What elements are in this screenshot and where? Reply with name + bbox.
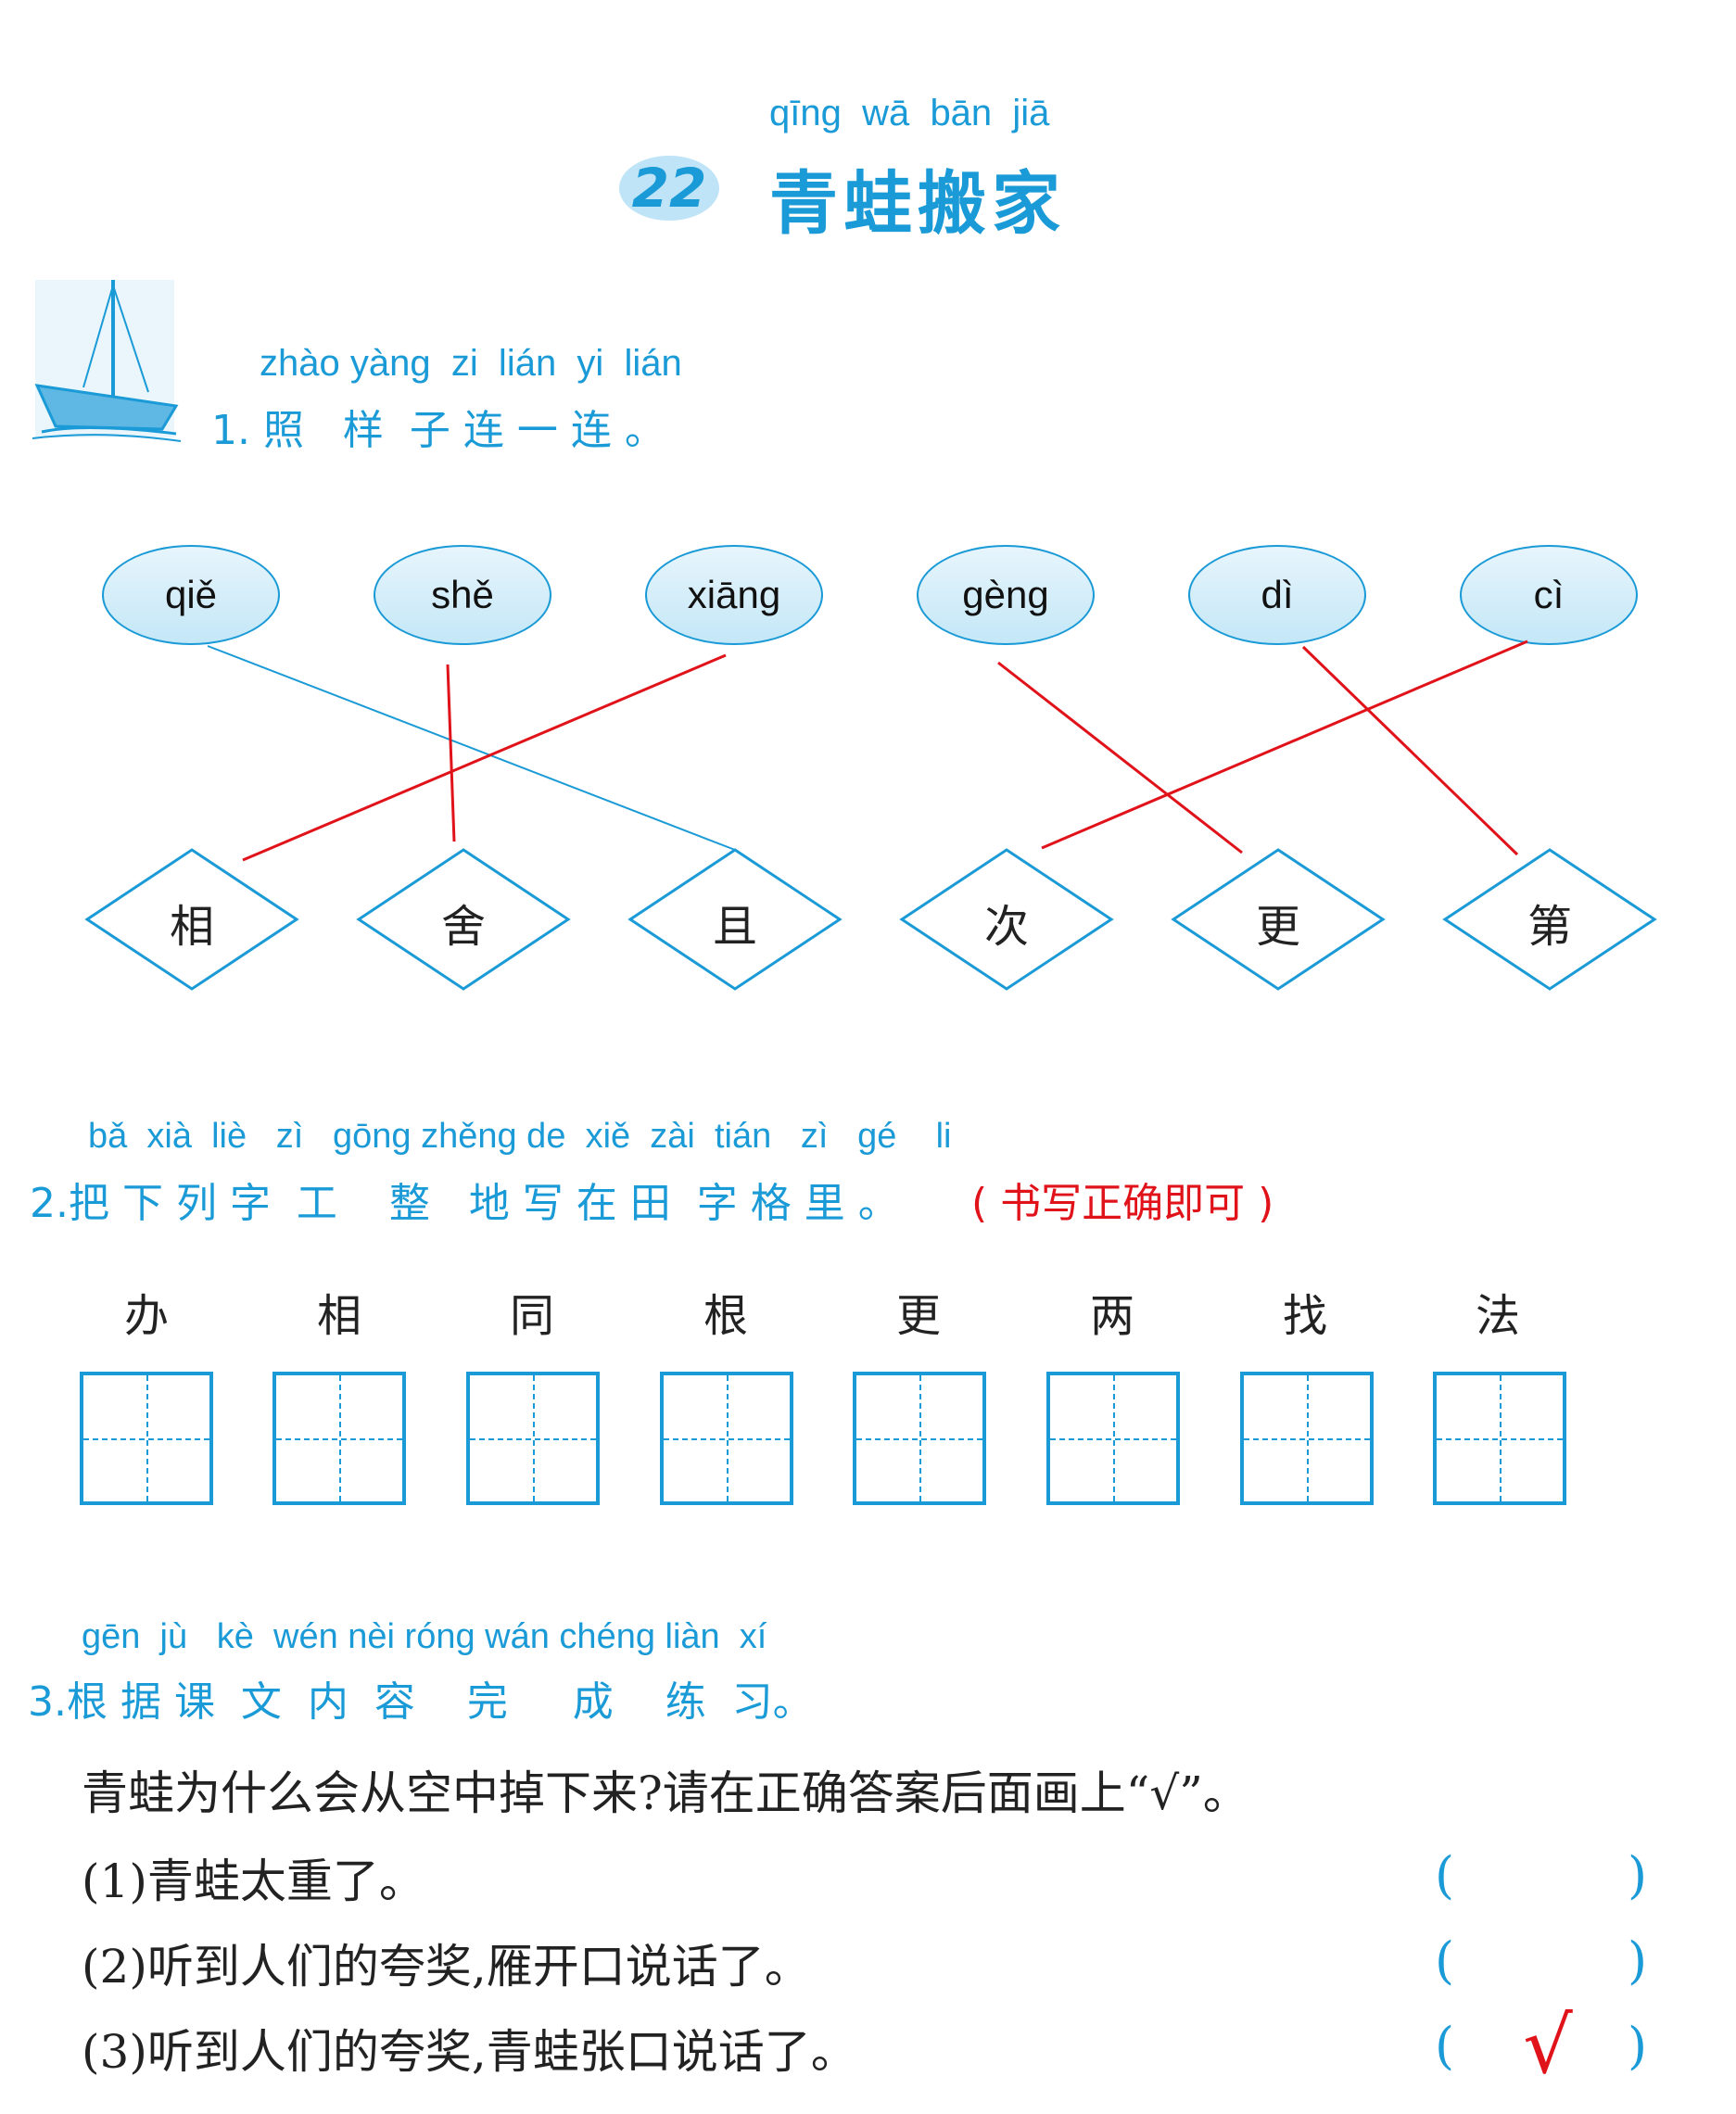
answer-line-she (446, 664, 456, 842)
option-text: (3)听到人们的夸奖,青蛙张口说话了。 (82, 2025, 857, 2079)
char-diamond (1171, 848, 1386, 991)
section3-pinyin: gēn jù kè wén nèi róng wán chéng liàn xí (82, 1617, 767, 1656)
tian-grid[interactable] (1240, 1372, 1374, 1505)
answer-paren-close: ) (1628, 1846, 1648, 1905)
answer-paren-open: ( (1435, 1846, 1455, 1905)
answer-line-di (1301, 645, 1519, 856)
pinyin-ellipse: dì (1188, 545, 1366, 645)
tian-grid[interactable] (466, 1372, 600, 1505)
pinyin-ellipse: xiāng (645, 545, 823, 645)
section1-heading: 1. 照 样 子 连 一 连 。 (211, 407, 665, 454)
diamond-char: 更 (1255, 901, 1300, 953)
answer-line-geng (997, 661, 1243, 854)
tian-grid[interactable] (272, 1372, 406, 1505)
lesson-title: 青蛙搬家 (769, 164, 1066, 244)
pinyin-label: gèng (962, 573, 1049, 616)
diamond-char: 舍 (440, 901, 486, 953)
practice-char: 同 (509, 1290, 554, 1342)
diamond-char: 相 (169, 901, 214, 953)
answer-line-ci (1041, 639, 1528, 850)
practice-char: 找 (1282, 1290, 1327, 1342)
practice-char: 办 (123, 1290, 169, 1342)
question-text: 青蛙为什么会从空中掉下来?请在正确答案后面画上“√”。 (82, 1766, 1249, 1820)
char-diamond (899, 848, 1114, 991)
lesson-number-badge (619, 156, 719, 221)
diamond-char: 次 (983, 901, 1029, 953)
answer-line-xiang (242, 653, 727, 862)
section2-note: ( 书写正确即可 ) (971, 1180, 1274, 1227)
char-diamond (84, 848, 299, 991)
pinyin-label: cì (1533, 573, 1565, 616)
answer-check[interactable]: √ (1523, 2000, 1573, 2091)
pinyin-ellipse: cì (1460, 545, 1638, 645)
practice-char: 法 (1475, 1290, 1520, 1342)
pinyin-ellipse: shě (374, 545, 551, 645)
practice-char: 根 (703, 1290, 748, 1342)
practice-char: 相 (316, 1290, 361, 1342)
diamond-char: 第 (1527, 901, 1572, 953)
section2-heading: 2.把 下 列 字 工 整 地 写 在 田 字 格 里 。 (30, 1180, 899, 1227)
pinyin-ellipse: gèng (917, 545, 1095, 645)
char-diamond (627, 848, 843, 991)
lesson-number: 22 (631, 157, 707, 220)
practice-char: 两 (1089, 1290, 1134, 1342)
char-diamond (1442, 848, 1657, 991)
matching-diagram (84, 639, 1657, 991)
char-diamond (356, 848, 571, 991)
answer-paren-open: ( (1435, 2017, 1455, 2075)
pinyin-label: xiāng (687, 573, 781, 616)
example-line-qie (207, 645, 736, 851)
boat-illustration (32, 280, 182, 442)
section2-pinyin: bǎ xià liè zì gōng zhěng de xiě zài tián… (88, 1117, 952, 1156)
section3-heading: 3.根 据 课 文 内 容 完 成 练 习。 (28, 1678, 814, 1726)
title-pinyin: qīng wā bān jiā (769, 93, 1050, 133)
tian-grid[interactable] (660, 1372, 793, 1505)
pinyin-ellipse: qiě (102, 545, 280, 645)
answer-paren-open: ( (1435, 1931, 1455, 1990)
tian-grid[interactable] (1046, 1372, 1180, 1505)
option-text: (2)听到人们的夸奖,雁开口说话了。 (82, 1940, 811, 1994)
pinyin-label: shě (431, 573, 494, 616)
section1-pinyin: zhào yàng zi lián yi lián (260, 343, 682, 384)
option-text: (1)青蛙太重了。 (82, 1854, 425, 1908)
practice-char: 更 (895, 1290, 941, 1342)
tian-grid[interactable] (80, 1372, 213, 1505)
tian-grid[interactable] (853, 1372, 986, 1505)
diamond-char: 且 (712, 901, 757, 953)
answer-paren-close: ) (1628, 2017, 1648, 2075)
tian-grid[interactable] (1433, 1372, 1566, 1505)
pinyin-label: dì (1261, 573, 1294, 616)
pinyin-label: qiě (164, 573, 218, 616)
answer-paren-close: ) (1628, 1931, 1648, 1990)
